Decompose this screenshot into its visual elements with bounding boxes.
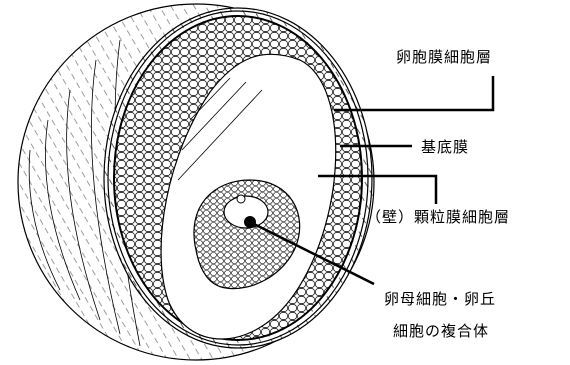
label-cumulus-complex-line1: 卵母細胞・卵丘 <box>384 290 496 308</box>
label-basement-membrane: 基底膜 <box>421 138 469 156</box>
germinal-vesicle <box>237 195 245 203</box>
label-theca-cell-layer: 卵胞膜細胞層 <box>396 48 492 66</box>
label-granulosa-layer: （壁）顆粒膜細胞層 <box>366 208 510 226</box>
label-cumulus-complex-line2: 細胞の複合体 <box>393 322 489 340</box>
